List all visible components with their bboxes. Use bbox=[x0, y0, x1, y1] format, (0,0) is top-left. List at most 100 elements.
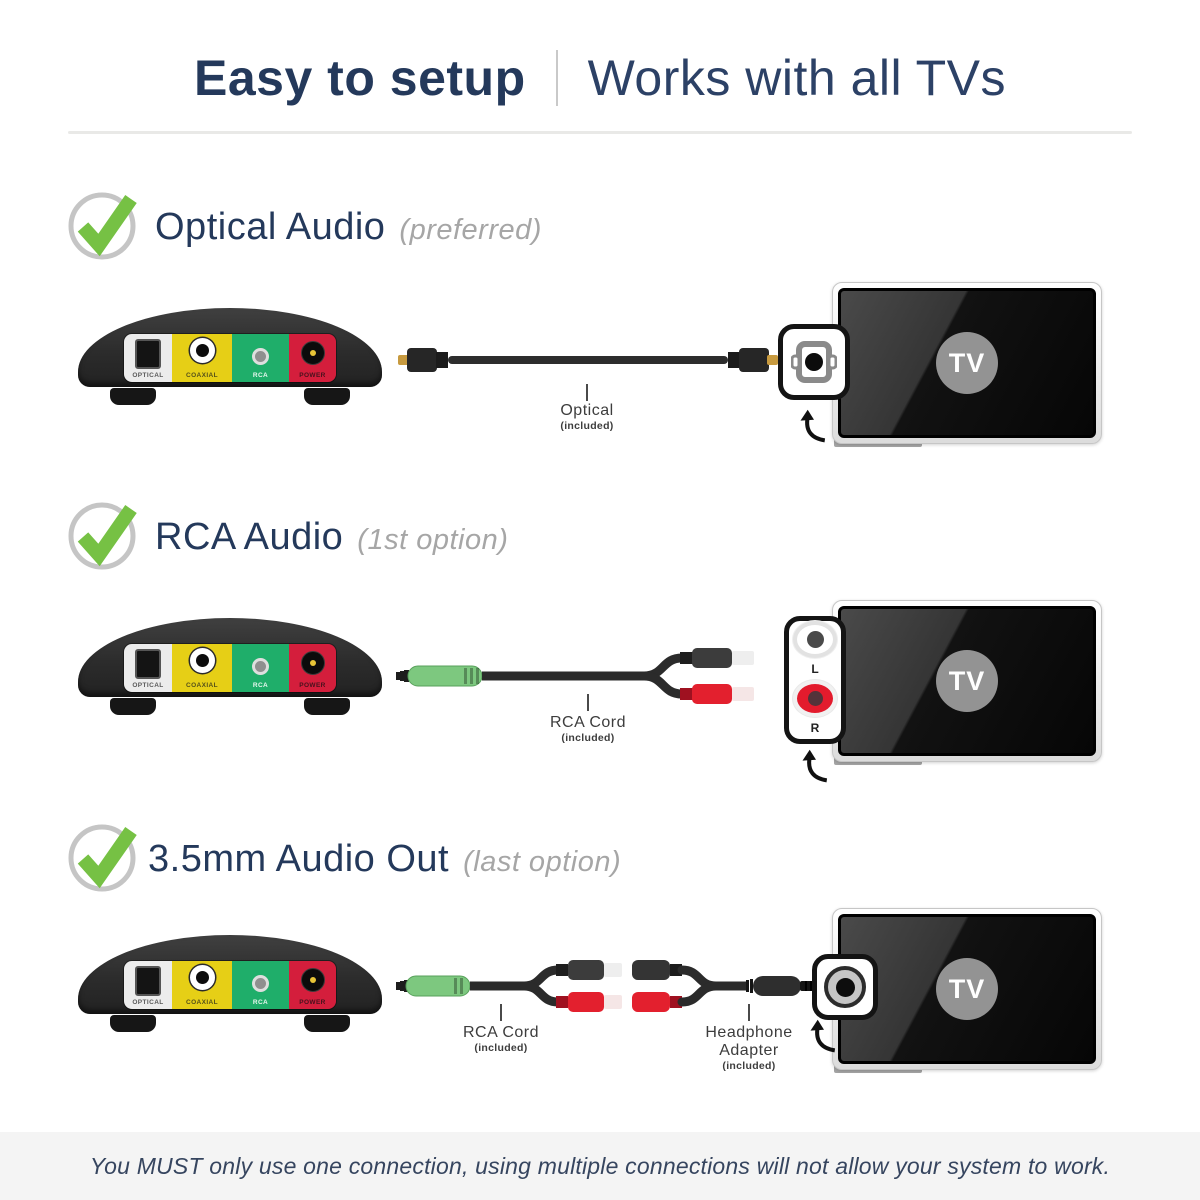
section-title: 3.5mm Audio Out bbox=[148, 838, 450, 880]
port-label: COAXIAL bbox=[185, 999, 219, 1006]
rca-cord-label: RCA Cord (included) bbox=[463, 1024, 539, 1055]
horizontal-rule bbox=[68, 131, 1132, 134]
optical-port-icon bbox=[135, 966, 161, 996]
headphone-jack-callout bbox=[812, 954, 878, 1020]
port-label: POWER bbox=[299, 999, 326, 1006]
optical-port: OPTICAL bbox=[124, 961, 172, 1009]
optical-cable-label: Optical (included) bbox=[560, 402, 613, 433]
tv-label: TV bbox=[948, 665, 986, 696]
tv-frame: TV bbox=[832, 600, 1102, 762]
header-title: Easy to setup bbox=[194, 50, 526, 106]
audio-transmitter-device: OPTICAL COAXIAL RCA POWER bbox=[78, 618, 382, 715]
coaxial-port-icon bbox=[189, 648, 215, 673]
audio-transmitter-device: OPTICAL COAXIAL RCA POWER bbox=[78, 935, 382, 1032]
device-foot bbox=[110, 1015, 156, 1032]
port-label: POWER bbox=[299, 682, 326, 689]
optical-input-callout bbox=[778, 324, 850, 400]
headphone-adapter-label: Headphone Adapter (included) bbox=[705, 1024, 792, 1073]
coaxial-port-icon bbox=[189, 338, 215, 363]
tv-logo: TV bbox=[936, 332, 998, 394]
check-circle-icon bbox=[68, 824, 137, 892]
cable-name: RCA Cord bbox=[549, 714, 627, 731]
coaxial-port: COAXIAL bbox=[172, 961, 232, 1009]
cable-name: Optical bbox=[560, 402, 614, 419]
tv-frame: TV bbox=[832, 282, 1102, 444]
section-heading-optical: Optical Audio (preferred) bbox=[155, 206, 542, 249]
curved-arrow-icon bbox=[800, 409, 826, 443]
device-port-panel: OPTICAL COAXIAL RCA POWER bbox=[124, 644, 336, 692]
section-title: Optical Audio bbox=[155, 206, 386, 248]
audio-transmitter-device: OPTICAL COAXIAL RCA POWER bbox=[78, 308, 382, 405]
label-tick bbox=[586, 384, 588, 401]
coaxial-port: COAXIAL bbox=[172, 334, 232, 382]
coaxial-port: COAXIAL bbox=[172, 644, 232, 692]
tv-screen: TV bbox=[838, 914, 1096, 1064]
check-circle-icon bbox=[68, 502, 137, 570]
power-port: POWER bbox=[289, 961, 336, 1009]
cable-note: (included) bbox=[561, 732, 615, 744]
curved-arrow-icon bbox=[810, 1019, 836, 1053]
tv: TV bbox=[832, 600, 1102, 765]
headphone-jack-icon bbox=[824, 966, 866, 1008]
port-label: POWER bbox=[299, 372, 326, 379]
header-subtitle: Works with all TVs bbox=[587, 50, 1006, 106]
port-label: RCA bbox=[252, 372, 269, 379]
check-circle-icon bbox=[68, 192, 137, 260]
port-label: RCA bbox=[252, 682, 269, 689]
power-port-icon bbox=[300, 968, 325, 992]
tv-logo: TV bbox=[936, 650, 998, 712]
rca-left-label: L bbox=[811, 662, 819, 676]
power-port-icon bbox=[300, 341, 325, 365]
optical-port: OPTICAL bbox=[124, 644, 172, 692]
label-tick bbox=[748, 1004, 750, 1021]
device-foot bbox=[110, 388, 156, 405]
optical-port: OPTICAL bbox=[124, 334, 172, 382]
cable-note: (included) bbox=[722, 1060, 776, 1072]
port-label: COAXIAL bbox=[185, 682, 219, 689]
tv-screen: TV bbox=[838, 606, 1096, 756]
adapter-name-line2: Adapter bbox=[719, 1042, 779, 1059]
tv-logo: TV bbox=[936, 958, 998, 1020]
port-label: COAXIAL bbox=[185, 372, 219, 379]
device-foot bbox=[110, 698, 156, 715]
cable-note: (included) bbox=[474, 1042, 528, 1054]
optical-port-icon bbox=[135, 339, 161, 369]
port-label: OPTICAL bbox=[132, 372, 164, 379]
tv-screen: TV bbox=[838, 288, 1096, 438]
rca-cord-label: RCA Cord (included) bbox=[550, 714, 626, 745]
port-label: OPTICAL bbox=[132, 682, 164, 689]
cable-note: (included) bbox=[560, 420, 614, 432]
section-subtitle: (last option) bbox=[463, 846, 622, 878]
power-port: POWER bbox=[289, 334, 336, 382]
toslink-port-icon bbox=[791, 341, 837, 383]
rca-port: RCA bbox=[232, 334, 289, 382]
rca-port-icon bbox=[252, 658, 269, 675]
device-foot bbox=[304, 388, 350, 405]
rca-input-callout: L R bbox=[784, 616, 846, 744]
port-label: OPTICAL bbox=[132, 999, 164, 1006]
rca-cord-cable bbox=[396, 648, 754, 704]
rca-left-jack-icon bbox=[793, 621, 837, 658]
tv: TV bbox=[832, 282, 1102, 447]
device-port-panel: OPTICAL COAXIAL RCA POWER bbox=[124, 961, 336, 1009]
cable-name: RCA Cord bbox=[462, 1024, 540, 1041]
rca-port: RCA bbox=[232, 961, 289, 1009]
optical-cable bbox=[398, 348, 778, 372]
rca-port: RCA bbox=[232, 644, 289, 692]
curved-arrow-icon bbox=[802, 749, 828, 783]
rca-port-icon bbox=[252, 348, 269, 365]
header-divider bbox=[555, 50, 558, 106]
rca-cord-and-headphone-adapter bbox=[396, 960, 816, 1012]
coaxial-port-icon bbox=[189, 965, 215, 990]
label-tick bbox=[587, 694, 589, 711]
section-subtitle: (preferred) bbox=[399, 214, 542, 246]
device-foot bbox=[304, 1015, 350, 1032]
rca-right-label: R bbox=[810, 721, 820, 735]
optical-port-icon bbox=[135, 649, 161, 679]
power-port: POWER bbox=[289, 644, 336, 692]
power-port-icon bbox=[300, 651, 325, 675]
section-title: RCA Audio bbox=[155, 516, 344, 558]
footer: You MUST only use one connection, using … bbox=[0, 1132, 1200, 1200]
header: Easy to setup Works with all TVs bbox=[0, 38, 1200, 118]
device-port-panel: OPTICAL COAXIAL RCA POWER bbox=[124, 334, 336, 382]
